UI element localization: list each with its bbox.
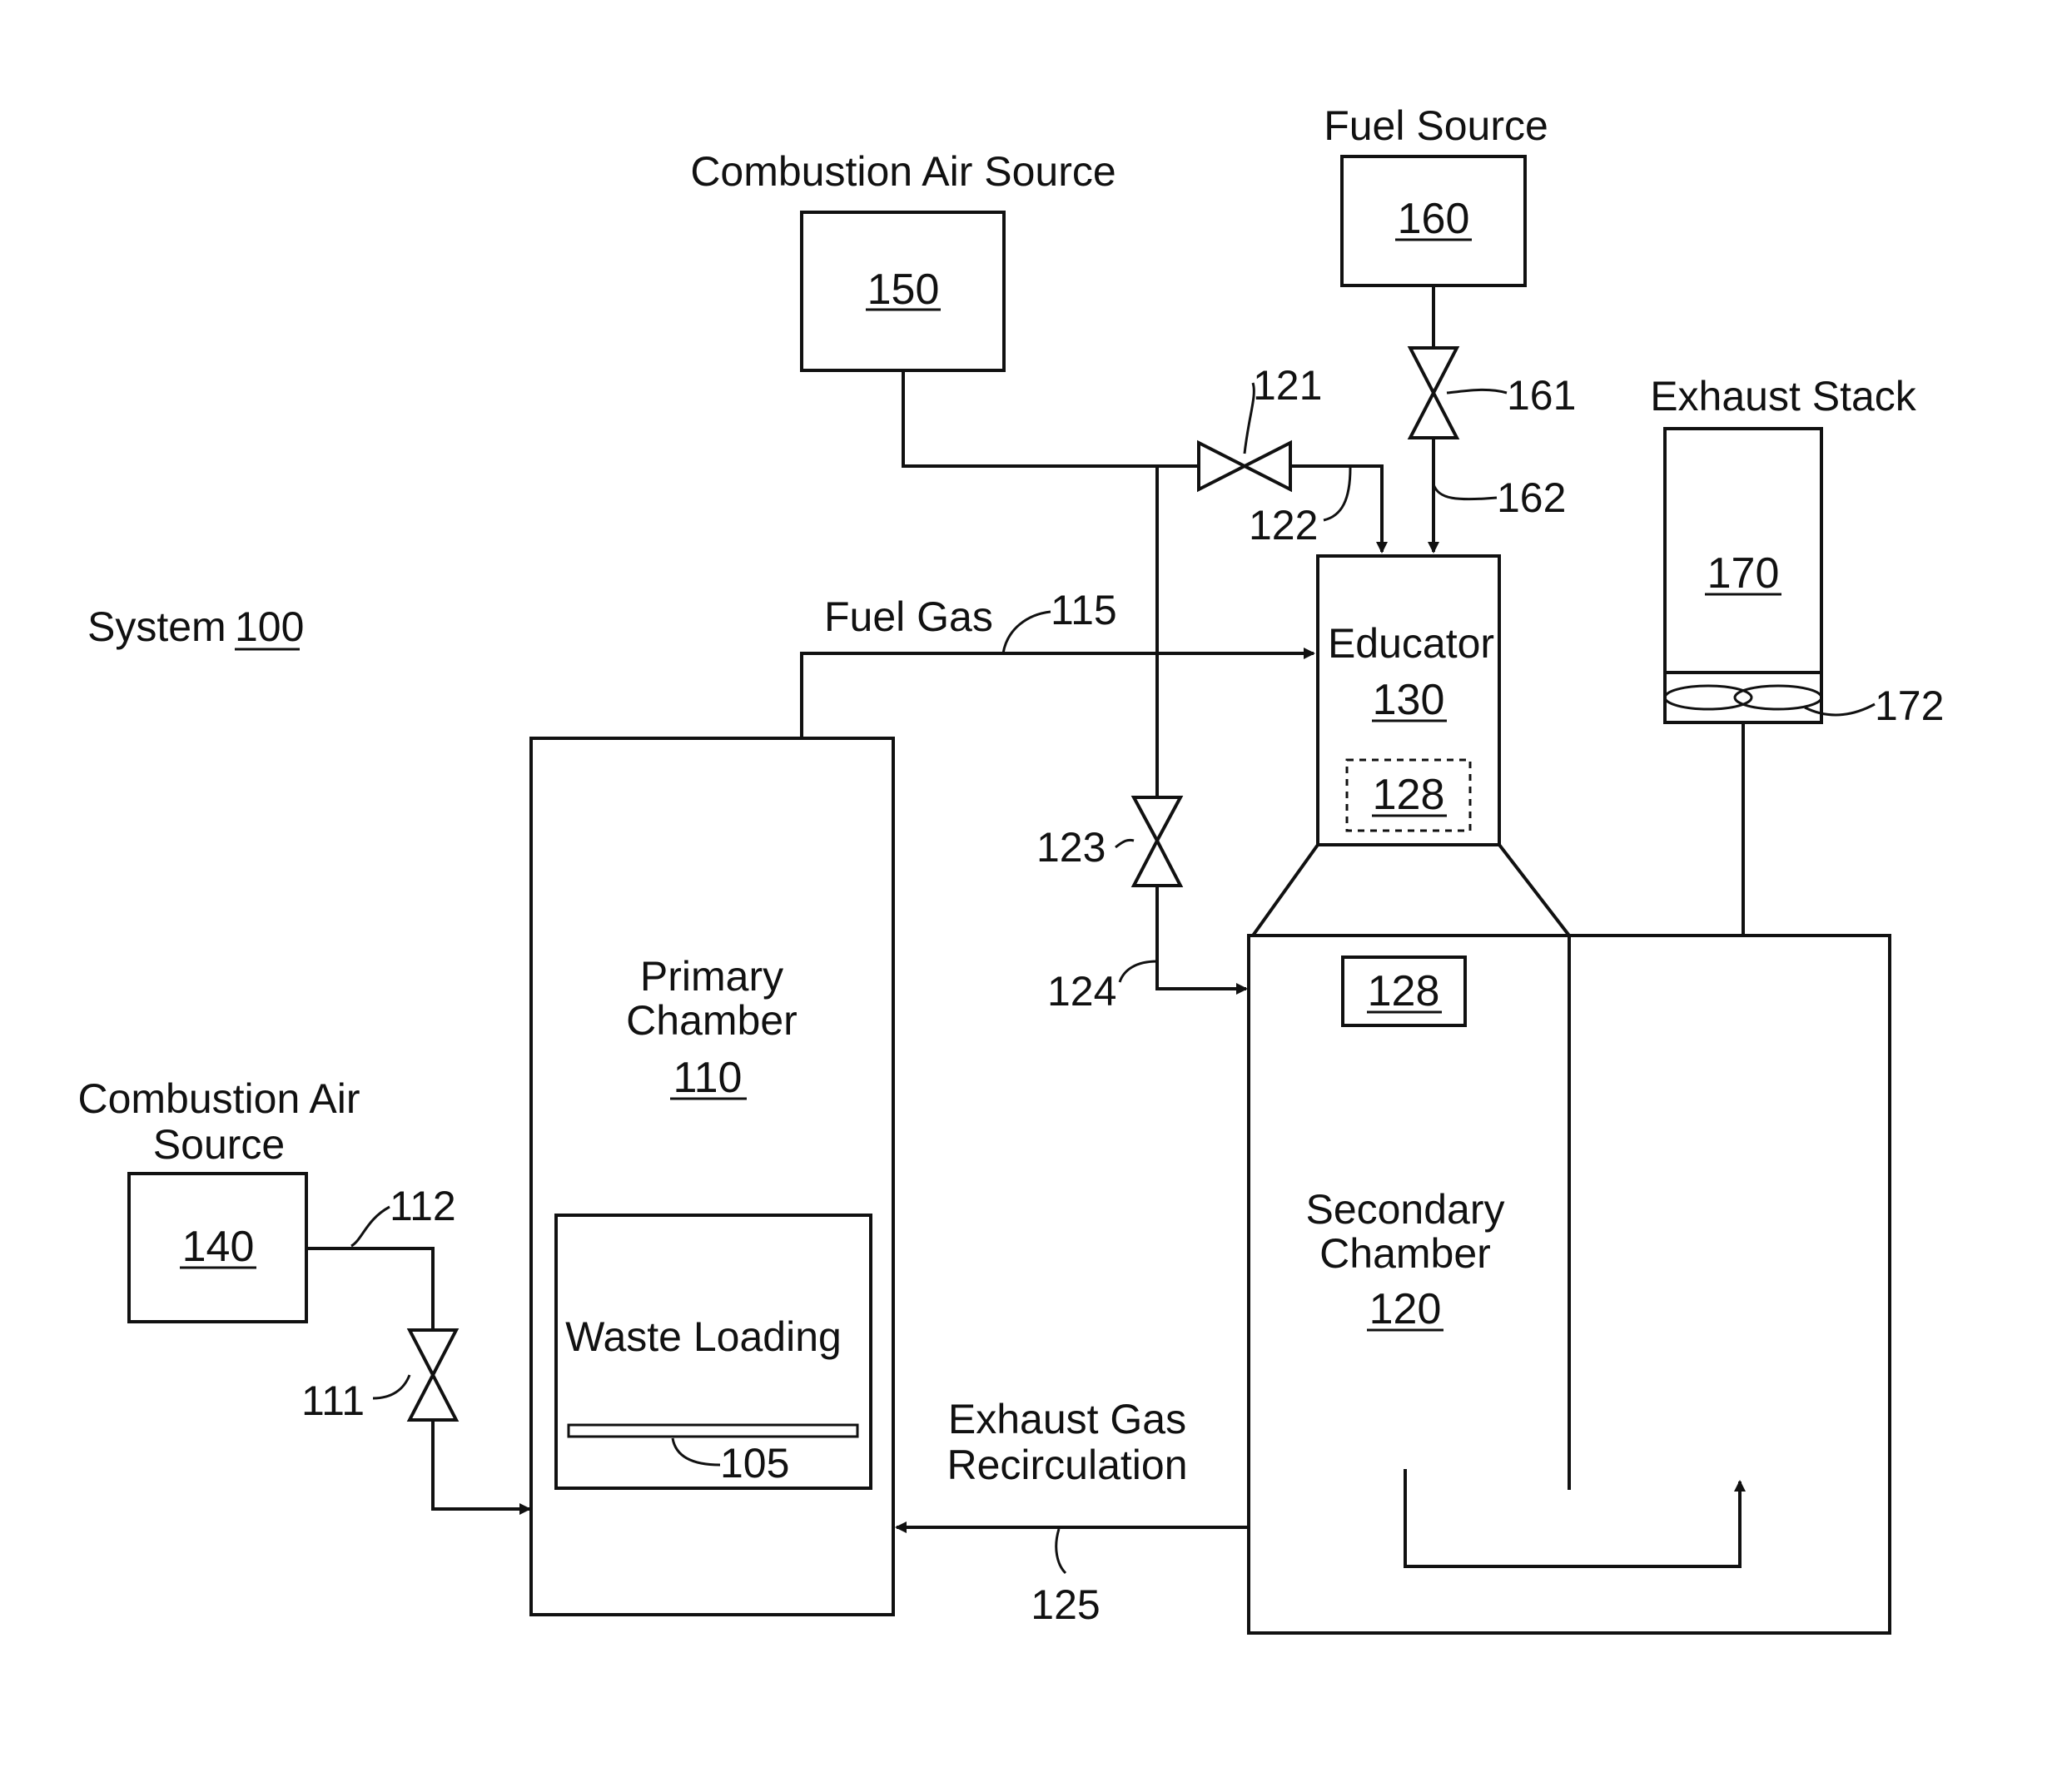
combustion-air-source-150-label: Combustion Air Source xyxy=(690,148,1116,195)
educator-130: Educator 130 128 xyxy=(1253,556,1569,936)
leader-111 xyxy=(373,1375,410,1398)
ref-111: 111 xyxy=(301,1377,365,1424)
combustion-air-source-150: Combustion Air Source 150 xyxy=(690,148,1116,370)
recirculation-label-line2: Recirculation xyxy=(947,1442,1187,1488)
combustion-air-source-150-number: 150 xyxy=(867,266,940,314)
leader-124 xyxy=(1120,961,1157,982)
fuel-source-160: Fuel Source 160 xyxy=(1324,102,1548,285)
system-label-text: System xyxy=(87,603,226,650)
exhaust-stack-label: Exhaust Stack xyxy=(1650,373,1917,419)
valve-111-icon xyxy=(410,1330,456,1420)
waste-grate xyxy=(569,1425,857,1437)
leader-162 xyxy=(1434,484,1497,499)
leader-122 xyxy=(1324,468,1350,520)
leader-112 xyxy=(351,1207,390,1246)
ref-125: 125 xyxy=(1031,1581,1100,1628)
leader-125 xyxy=(1056,1529,1066,1573)
ref-124: 124 xyxy=(1047,968,1116,1015)
fuel-source-number: 160 xyxy=(1398,195,1470,243)
combustion-air-source-140-label-line2: Source xyxy=(153,1121,285,1168)
ref-105: 105 xyxy=(720,1440,789,1487)
secondary-chamber-120: 128 Secondary Chamber 120 xyxy=(1249,936,1890,1633)
air-line-112-lower xyxy=(433,1420,529,1509)
secondary-number: 120 xyxy=(1369,1285,1442,1333)
secondary-inner-number: 128 xyxy=(1368,967,1440,1015)
primary-chamber-110: Primary Chamber 110 Waste Loading 105 xyxy=(531,738,893,1615)
ref-115: 115 xyxy=(1051,587,1117,633)
exhaust-stack-number: 170 xyxy=(1707,549,1780,598)
line-124 xyxy=(1157,886,1246,989)
leader-161 xyxy=(1447,390,1507,393)
ref-123: 123 xyxy=(1036,824,1106,871)
exhaust-stack-170: Exhaust Stack 170 172 xyxy=(1650,373,1944,936)
educator-inner-number: 128 xyxy=(1373,771,1445,819)
waste-loading-label: Waste Loading xyxy=(565,1313,842,1360)
primary-number: 110 xyxy=(673,1054,743,1102)
combustion-air-source-140-number: 140 xyxy=(182,1223,255,1271)
leader-123 xyxy=(1116,840,1134,847)
recirculation-label-line1: Exhaust Gas xyxy=(948,1396,1186,1442)
fuel-line-162: 161 162 xyxy=(1410,285,1576,552)
ref-162: 162 xyxy=(1497,474,1566,521)
fuel-gas-label: Fuel Gas xyxy=(824,593,993,640)
combustion-air-source-140: Combustion Air Source 140 xyxy=(77,1075,360,1322)
system-label: System 100 xyxy=(87,603,304,650)
air-distribution-150: 121 122 123 124 xyxy=(903,362,1382,1015)
fuel-gas-line xyxy=(802,653,1314,737)
educator-label: Educator xyxy=(1328,620,1494,667)
secondary-label-line2: Chamber xyxy=(1319,1230,1491,1277)
fuel-gas-line-115: Fuel Gas 115 xyxy=(802,587,1314,737)
educator-hopper xyxy=(1253,845,1569,936)
educator-number: 130 xyxy=(1373,676,1445,724)
ref-112: 112 xyxy=(390,1183,456,1229)
air-line-112-upper xyxy=(306,1248,433,1330)
ref-121: 121 xyxy=(1253,362,1322,409)
secondary-label-line1: Secondary xyxy=(1305,1186,1504,1233)
ref-122: 122 xyxy=(1249,502,1318,548)
fuel-source-label: Fuel Source xyxy=(1324,102,1548,149)
air-line-112: 112 111 xyxy=(301,1183,529,1509)
valve-123-icon xyxy=(1134,797,1180,886)
combustion-air-source-140-label-line1: Combustion Air xyxy=(77,1075,360,1122)
primary-label-line1: Primary xyxy=(640,953,783,1000)
system-label-number: 100 xyxy=(235,603,304,650)
exhaust-recirculation-line-125: Exhaust Gas Recirculation 125 xyxy=(897,1396,1249,1628)
ref-172: 172 xyxy=(1875,683,1944,729)
leader-115 xyxy=(1003,612,1051,653)
ref-161: 161 xyxy=(1507,372,1576,419)
primary-label-line2: Chamber xyxy=(626,997,797,1044)
air-line-150-header xyxy=(903,370,1199,466)
